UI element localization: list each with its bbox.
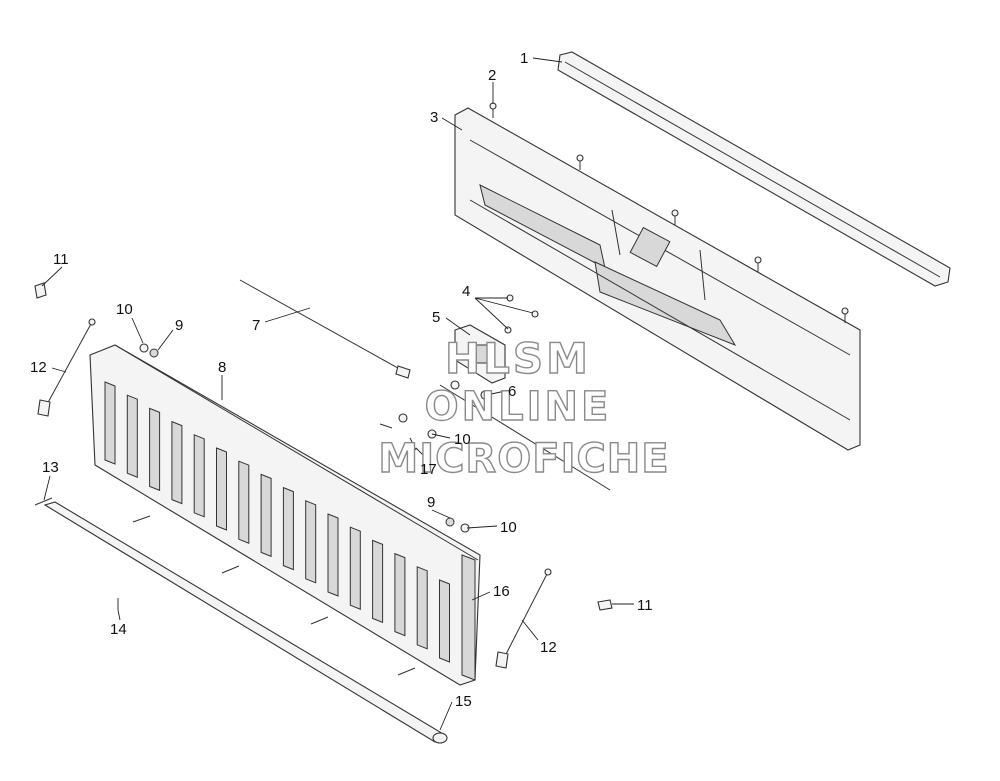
panel-slot [349, 526, 361, 610]
leader-lines [41, 57, 634, 731]
panel-slot [149, 407, 161, 492]
callout-9-lower: 9 [427, 494, 435, 511]
panel-slots [104, 381, 450, 663]
watermark-line-3: MICROFICHE [378, 436, 669, 482]
panel-slot [282, 486, 294, 571]
callout-1: 1 [520, 50, 528, 67]
part-3-tailgate-inner-panel[interactable] [454, 107, 861, 451]
part-11-bolts[interactable] [34, 282, 613, 611]
watermark-line-1: HLSM [445, 334, 591, 383]
callout-17: 17 [420, 461, 437, 478]
callout-12-right: 12 [540, 639, 557, 656]
part-5-latch-handle[interactable] [454, 324, 506, 384]
panel-slot [126, 394, 138, 478]
part-8-tailgate-outer-panel[interactable] [89, 344, 481, 686]
panel-slot [193, 434, 205, 518]
callout-13: 13 [42, 459, 59, 476]
watermark-line-2: ONLINE [425, 384, 612, 430]
callout-14: 14 [110, 621, 127, 638]
part-17-clip[interactable] [379, 423, 417, 451]
callout-4: 4 [462, 283, 470, 300]
part-2-screws[interactable] [489, 102, 849, 323]
part-15-hinge-bar[interactable] [43, 501, 448, 744]
callout-7: 7 [252, 317, 260, 334]
callout-11-left: 11 [53, 251, 69, 268]
part-7-rod[interactable] [239, 279, 411, 379]
callout-16: 16 [493, 583, 510, 600]
callout-10-lower: 10 [500, 519, 517, 536]
panel-slot [305, 500, 317, 584]
panel-slot [327, 513, 339, 597]
part-1-tailgate-top-cap[interactable] [557, 51, 951, 287]
panel-slot [260, 473, 272, 558]
part-12-support-cables[interactable] [37, 318, 552, 669]
panel-slot [238, 460, 250, 544]
part-13-pin[interactable] [34, 497, 53, 506]
callout-5: 5 [432, 309, 440, 326]
part-4-screws[interactable] [504, 294, 539, 334]
callout-3: 3 [430, 109, 438, 126]
callout-10-middle: 10 [454, 431, 471, 448]
callout-2: 2 [488, 67, 496, 84]
part-14-screws[interactable] [117, 515, 416, 676]
watermark: HLSM ONLINE MICROFICHE [378, 333, 670, 482]
callout-8: 8 [218, 359, 226, 376]
callout-9-upper: 9 [175, 317, 183, 334]
part-16-end-cap[interactable] [461, 554, 476, 681]
panel-slot [394, 552, 406, 637]
panel-slot [372, 539, 384, 624]
panel-slot [104, 381, 116, 465]
callout-11-right: 11 [637, 597, 653, 614]
panel-slot [171, 420, 183, 505]
panel-slot [439, 579, 450, 663]
callout-10-upper: 10 [116, 301, 133, 318]
callout-15: 15 [455, 693, 472, 710]
callout-6: 6 [508, 383, 516, 400]
panel-slot [216, 447, 227, 531]
callout-labels: 1 2 3 4 5 6 7 8 9 9 10 10 10 11 11 12 12… [30, 50, 653, 710]
callout-12-left: 12 [30, 359, 47, 376]
panel-slot [416, 566, 428, 650]
